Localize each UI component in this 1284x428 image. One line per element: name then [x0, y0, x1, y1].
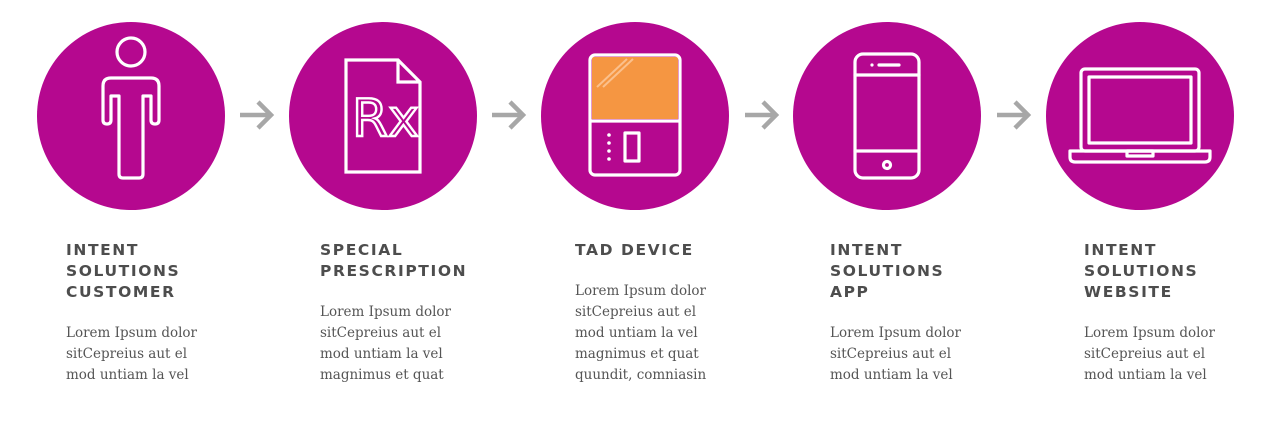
circle-tad-device — [541, 22, 729, 210]
smartphone-icon — [853, 52, 921, 180]
circle-customer — [37, 22, 225, 210]
tad-device-icon — [588, 53, 682, 177]
arrow-right-icon — [745, 100, 780, 130]
arrow-right-icon — [492, 100, 527, 130]
laptop-icon — [1068, 67, 1212, 164]
circle-website — [1046, 22, 1234, 210]
rx-symbol: Rx — [352, 89, 419, 149]
arrow-right-icon — [997, 100, 1032, 130]
circle-app — [793, 22, 981, 210]
step-description: Lorem Ipsum dolor sitCepreius aut el mod… — [830, 325, 961, 383]
step-title: INTENT SOLUTIONS CUSTOMER — [66, 241, 181, 301]
step-title: TAD DEVICE — [575, 241, 694, 259]
step-description: Lorem Ipsum dolor sitCepreius aut el mod… — [320, 304, 451, 383]
circle-prescription: Rx — [289, 22, 477, 210]
step-description: Lorem Ipsum dolor sitCepreius aut el mod… — [1084, 325, 1215, 383]
arrow-right-icon — [240, 100, 275, 130]
step-title: SPECIAL PRESCRIPTION — [320, 241, 468, 280]
step-description: Lorem Ipsum dolor sitCepreius aut el mod… — [66, 325, 197, 383]
step-description: Lorem Ipsum dolor sitCepreius aut el mod… — [575, 283, 707, 383]
step-title: INTENT SOLUTIONS WEBSITE — [1084, 241, 1199, 301]
step-title: INTENT SOLUTIONS APP — [830, 241, 945, 301]
person-icon — [101, 36, 161, 180]
prescription-icon: Rx — [344, 58, 422, 174]
